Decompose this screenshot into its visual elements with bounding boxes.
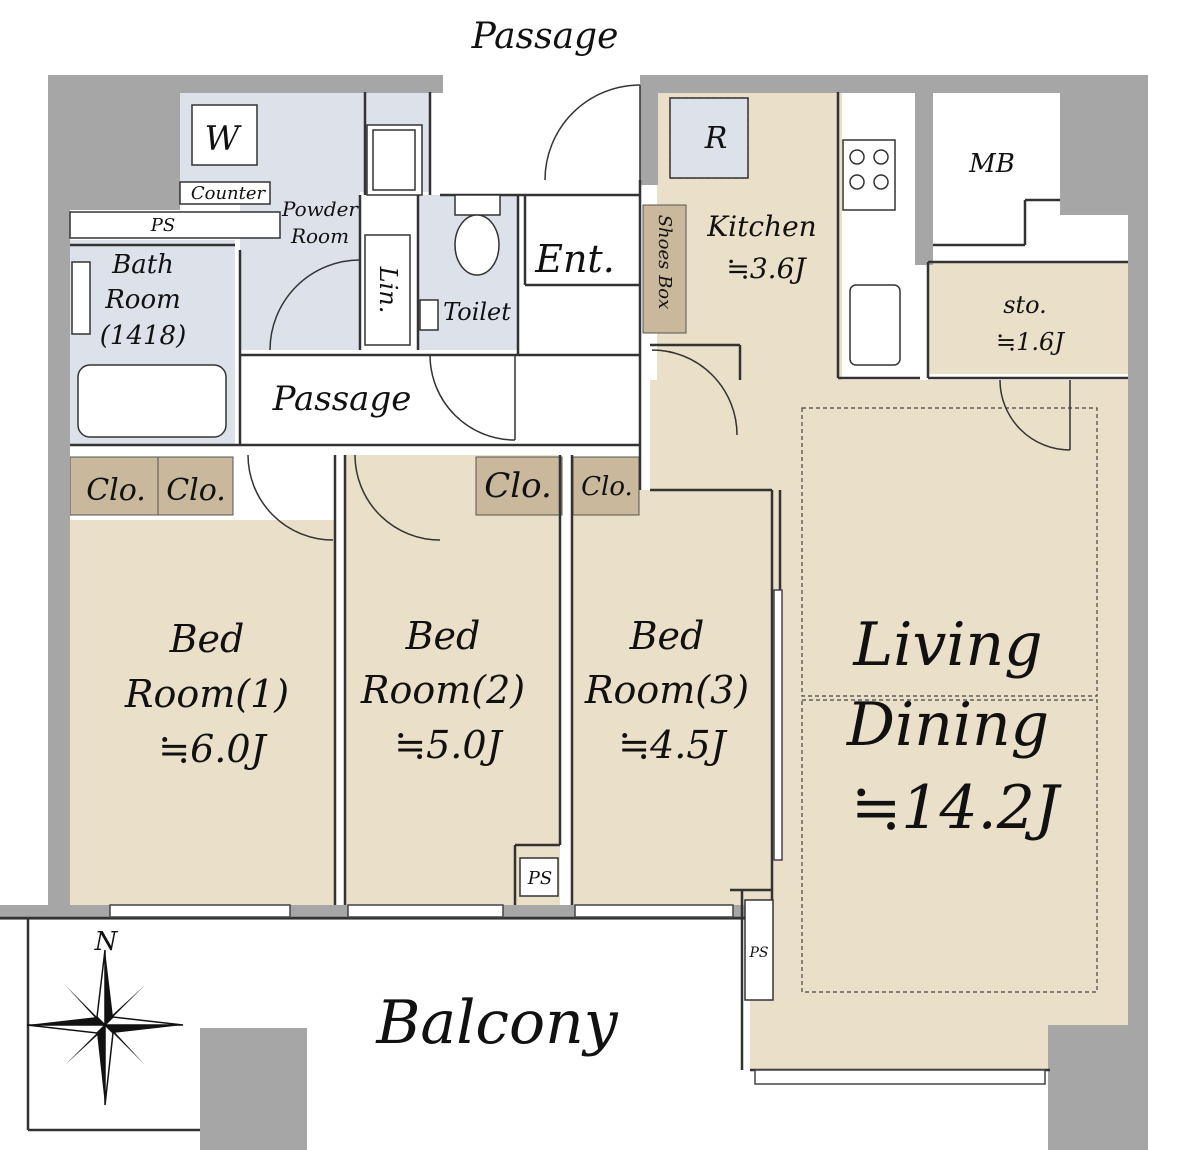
label-storage: sto. [1003, 291, 1047, 319]
label-powder-2: Room [290, 224, 349, 248]
label-bed1-a: Bed [169, 617, 245, 661]
label-bath-3: (1418) [100, 321, 186, 351]
stove [842, 139, 896, 211]
bathtub [77, 364, 227, 438]
wall-se-block [1048, 1025, 1148, 1150]
shoes-box [642, 204, 687, 334]
washer-box [191, 104, 258, 166]
wall-balcony-block [200, 1028, 307, 1150]
label-bed2-b: Room(2) [360, 668, 525, 712]
closet-4 [572, 456, 640, 516]
living-fill [750, 380, 1128, 1070]
ps-bed-box [519, 857, 559, 897]
label-ps-living: PS [748, 945, 768, 961]
labels: Passage W R MB Counter PS Powder Room Ba… [86, 16, 1065, 1058]
wall-top-left [48, 75, 443, 93]
label-toilet: Toilet [443, 298, 511, 326]
label-counter: Counter [191, 183, 267, 204]
passage-inner-fill [240, 355, 638, 445]
label-shoes-box: Shoes Box [654, 215, 675, 310]
label-balcony: Balcony [375, 988, 618, 1058]
sink [849, 284, 901, 366]
label-closet-3: Clo. [484, 466, 552, 506]
linen-shelf [364, 234, 411, 346]
label-refrigerator: R [704, 121, 728, 156]
toilet-tank [454, 194, 501, 216]
label-ps-bath: PS [150, 215, 175, 236]
label-bed3-b: Room(3) [584, 668, 749, 712]
label-bed1-size: ≒6.0J [158, 727, 267, 771]
wall-top-right [642, 75, 1060, 93]
closets [69, 204, 687, 516]
label-living: Living [852, 610, 1042, 680]
counter [179, 181, 271, 205]
bed3-fill [572, 490, 772, 905]
label-bed2-size: ≒5.0J [394, 723, 503, 767]
label-linen: Lin. [374, 266, 402, 314]
wall-kitchen-left [640, 75, 658, 185]
storage-fill [928, 262, 1128, 374]
label-kitchen-size: ≒3.6J [726, 252, 807, 285]
wall-right [1128, 75, 1148, 1150]
wall-top-center [360, 75, 440, 93]
label-powder-1: Powder [281, 197, 359, 221]
label-living-size: ≒14.2J [851, 773, 1062, 843]
label-passage-top: Passage [471, 16, 619, 57]
toilet-bowl [454, 214, 500, 276]
living-fill-upper [650, 380, 780, 490]
label-closet-1: Clo. [86, 473, 146, 508]
label-dining: Dining [846, 690, 1049, 760]
label-bath-2: Room [104, 285, 181, 315]
doors [247, 84, 1071, 541]
closet-1 [69, 456, 159, 516]
wall-left [48, 75, 70, 915]
compass-icon [26, 949, 184, 1106]
label-bed2-a: Bed [405, 614, 481, 658]
bed1-fill [70, 520, 335, 905]
bed2-fill [345, 455, 560, 905]
ps-bath-shelf [69, 211, 281, 239]
label-storage-size: ≒1.6J [996, 328, 1065, 356]
vanity [366, 124, 423, 196]
label-entrance: Ent. [534, 237, 615, 281]
toilet-sink [419, 299, 439, 331]
ps-living-box [744, 899, 774, 1001]
fixtures [69, 97, 901, 1001]
walls [0, 75, 1148, 1150]
label-passage-inner: Passage [272, 379, 412, 419]
refrigerator-box [669, 97, 749, 179]
label-closet-2: Clo. [166, 473, 226, 508]
label-bed3-size: ≒4.5J [618, 723, 727, 767]
label-mb: MB [968, 149, 1015, 179]
wall-ne-box [915, 75, 933, 265]
closet-3 [475, 456, 563, 516]
label-north: N [94, 927, 119, 957]
label-closet-4: Clo. [581, 472, 633, 502]
interior-walls [0, 92, 1128, 1132]
room-fills [70, 92, 1128, 1070]
label-bath-1: Bath [111, 250, 174, 280]
closet-2 [157, 456, 234, 516]
bath-shelf [71, 261, 91, 335]
label-washer: W [205, 119, 243, 159]
label-bed1-b: Room(1) [124, 672, 289, 716]
label-ps-bed: PS [527, 868, 552, 889]
label-bed3-a: Bed [629, 614, 705, 658]
label-kitchen: Kitchen [706, 210, 816, 243]
windows [109, 589, 1046, 1085]
